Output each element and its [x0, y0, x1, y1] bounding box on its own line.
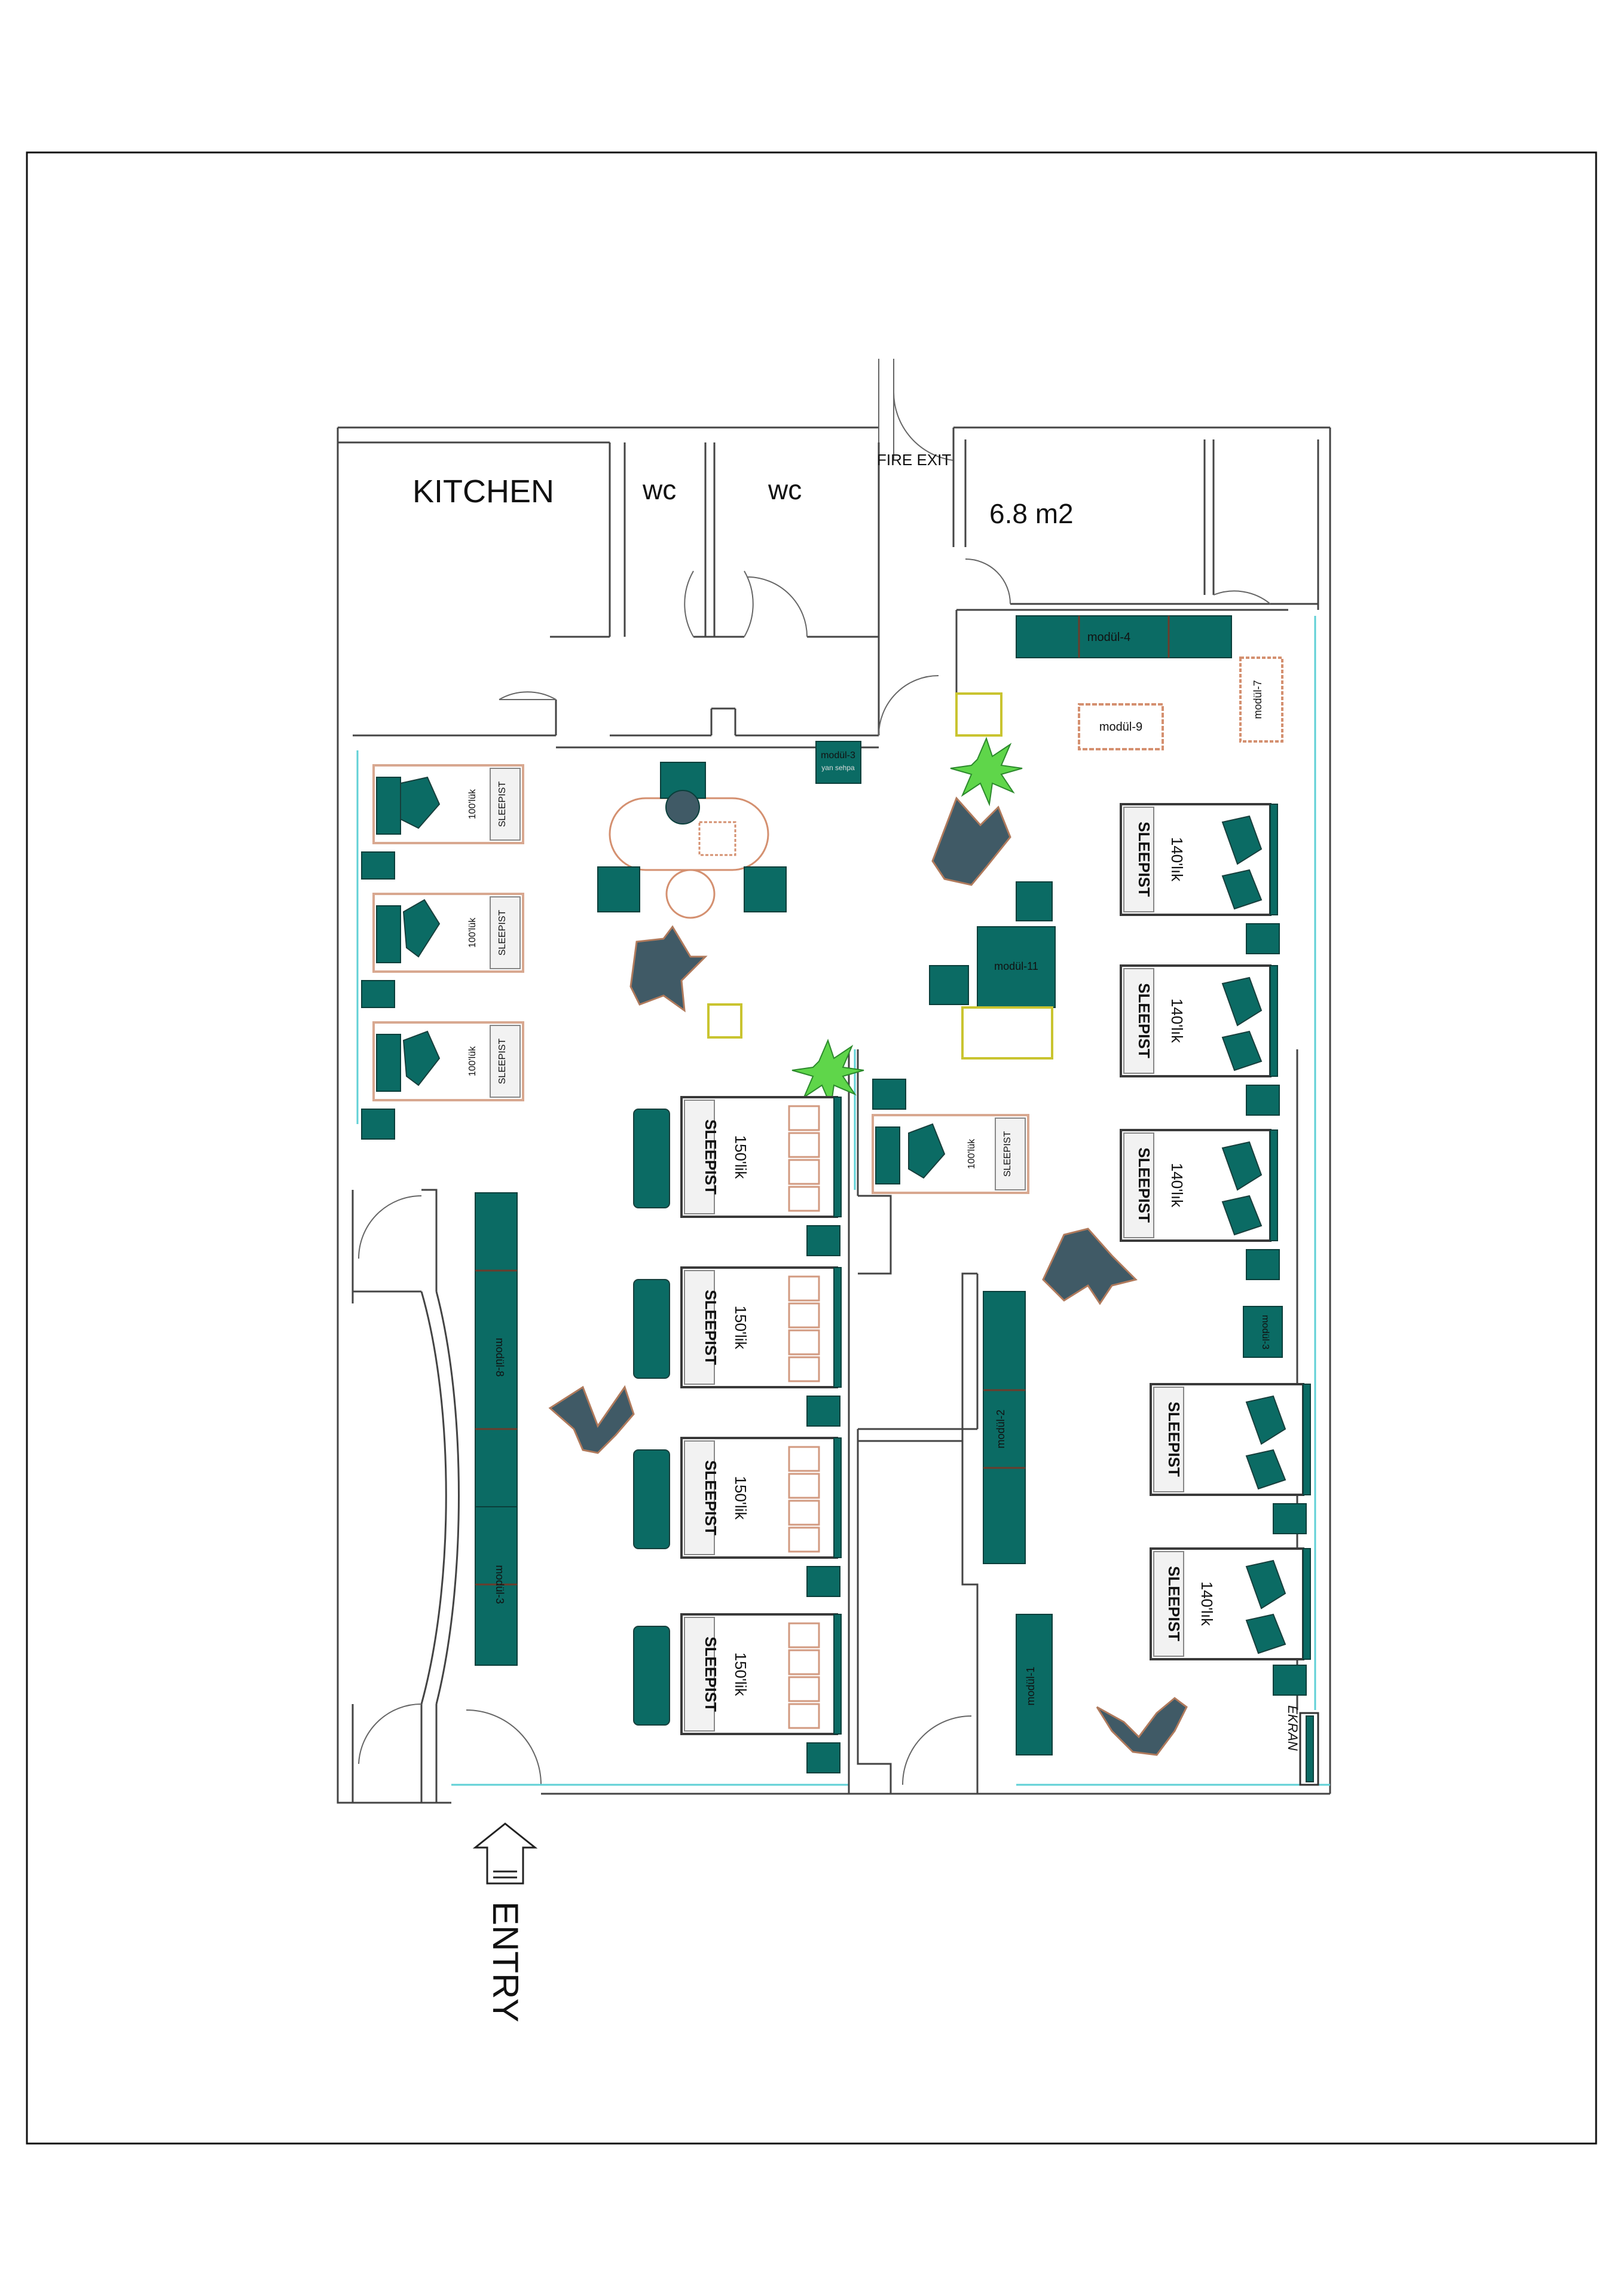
module-3-top-label: modül-3	[821, 750, 855, 761]
center-bed-size: 100'lük	[967, 1138, 977, 1169]
left-bed-2-brand: SLEEPIST	[497, 910, 508, 956]
center-stand[interactable]	[872, 1079, 906, 1110]
module-8[interactable]: modül-8	[475, 1192, 518, 1507]
mid-bed-3-size: 150'lik	[732, 1476, 750, 1521]
left-facade	[352, 750, 849, 1803]
right-bed-1-size: 140'lık	[1168, 837, 1186, 882]
module-3-right[interactable]: modül-3	[1243, 1306, 1283, 1358]
module-11[interactable]: modül-11	[929, 881, 1056, 1060]
wc1-label: wc	[642, 474, 676, 505]
right-bed-3[interactable]: SLEEPIST 140'lık	[1120, 1129, 1278, 1242]
right-stand-4[interactable]	[1273, 1503, 1307, 1534]
middle-beds: SLEEPIST 150'lik SLEEPIST 150'lik SLEEPI…	[633, 1096, 842, 1773]
left-beds: SLEEPIST 100'lük SLEEPIST 100'lük SLEEPI…	[361, 764, 524, 1140]
mid-bed-3-brand: SLEEPIST	[702, 1460, 720, 1535]
left-stand-1[interactable]	[361, 851, 395, 880]
mid-bed-2[interactable]: SLEEPIST 150'lik	[680, 1266, 842, 1388]
module-3-top-sub: yan sehpa	[821, 764, 855, 772]
center-bed-brand: SLEEPIST	[1002, 1131, 1013, 1177]
mid-bed-4-size: 150'lik	[732, 1653, 750, 1697]
module-7[interactable]: modül-7	[1239, 657, 1283, 743]
left-stand-3[interactable]	[361, 1109, 395, 1140]
module-3-left-label: modül-3	[494, 1565, 506, 1604]
entry-label: ENTRY	[485, 1901, 525, 2022]
mid-stand-2[interactable]	[806, 1396, 840, 1427]
left-bed-2-size: 100'lük	[467, 917, 478, 948]
mid-stand-4[interactable]	[806, 1742, 840, 1773]
ekran-label: EKRAN	[1285, 1705, 1300, 1751]
outer-walls	[337, 359, 1331, 1804]
fire-exit-label: FIRE EXIT	[877, 451, 951, 469]
left-bed-1[interactable]: SLEEPIST 100'lük	[372, 764, 524, 844]
right-bed-5-brand: SLEEPIST	[1165, 1566, 1183, 1641]
entry-arrow	[472, 1822, 538, 1885]
right-bed-3-brand: SLEEPIST	[1135, 1147, 1153, 1223]
left-bed-3[interactable]: SLEEPIST 100'lük	[372, 1021, 524, 1101]
mid-bed-2-size: 150'lik	[732, 1306, 750, 1350]
right-bed-2-size: 140'lık	[1168, 999, 1186, 1043]
mid-stand-3[interactable]	[806, 1566, 840, 1597]
wc2-label: wc	[768, 474, 802, 505]
left-bed-3-size: 100'lük	[467, 1046, 478, 1076]
module-9-label: modül-9	[1099, 720, 1142, 734]
left-bed-3-brand: SLEEPIST	[497, 1039, 508, 1085]
mid-bed-1[interactable]: SLEEPIST 150'lik	[680, 1096, 842, 1218]
left-stand-2[interactable]	[361, 980, 395, 1008]
module-2[interactable]: modül-2	[983, 1291, 1026, 1564]
mid-bed-4[interactable]: SLEEPIST 150'lik	[680, 1613, 842, 1735]
right-bed-4[interactable]: SLEEPIST	[1150, 1383, 1311, 1496]
right-bed-1-brand: SLEEPIST	[1135, 822, 1153, 897]
ekran-screen[interactable]: EKRAN	[1285, 1705, 1319, 1786]
service-rooms	[353, 391, 954, 749]
plants	[791, 737, 1023, 1109]
right-stand-1[interactable]	[1246, 923, 1280, 954]
storage-room	[952, 428, 1318, 694]
lounge-table[interactable]	[597, 762, 787, 919]
armchairs	[548, 796, 1188, 1756]
center-small-bed[interactable]: SLEEPIST 100'lük	[872, 1114, 1029, 1194]
left-bed-1-brand: SLEEPIST	[497, 781, 508, 828]
module-1[interactable]: modül-1	[1016, 1614, 1053, 1755]
module-9[interactable]: modül-9	[1078, 703, 1164, 750]
right-stand-3[interactable]	[1246, 1249, 1280, 1280]
side-table-mid[interactable]	[707, 1003, 742, 1039]
side-table-top[interactable]	[955, 692, 1002, 737]
module-2-label: modül-2	[995, 1409, 1007, 1448]
right-beds: SLEEPIST 140'lık SLEEPIST 140'lık SLEEPI…	[1120, 803, 1311, 1696]
module-1-label: modül-1	[1025, 1666, 1037, 1705]
mid-bed-3[interactable]: SLEEPIST 150'lik	[680, 1437, 842, 1559]
module-3-top[interactable]: modül-3 yan sehpa	[815, 741, 861, 784]
right-bed-2-brand: SLEEPIST	[1135, 983, 1153, 1058]
right-bed-2[interactable]: SLEEPIST 140'lık	[1120, 964, 1278, 1077]
module-11-label: modül-11	[994, 960, 1038, 972]
module-8-label: modül-8	[494, 1338, 506, 1376]
right-bed-4-brand: SLEEPIST	[1165, 1402, 1183, 1477]
mid-sofa-1[interactable]	[633, 1109, 670, 1208]
page-border	[26, 151, 1597, 2145]
mid-stand-1[interactable]	[806, 1225, 840, 1256]
module-3-left[interactable]: modül-3	[475, 1506, 518, 1666]
module-3-right-label: modül-3	[1260, 1315, 1270, 1349]
mid-bed-4-brand: SLEEPIST	[702, 1636, 720, 1712]
mid-sofa-2[interactable]	[633, 1279, 670, 1379]
mid-sofa-4[interactable]	[633, 1626, 670, 1726]
right-bed-5[interactable]: SLEEPIST 140'lık	[1150, 1547, 1311, 1660]
mid-sofa-3[interactable]	[633, 1449, 670, 1549]
right-stand-2[interactable]	[1246, 1085, 1280, 1116]
mid-bed-1-brand: SLEEPIST	[702, 1119, 720, 1195]
right-bed-5-size: 140'lık	[1198, 1581, 1216, 1626]
area-label: 6.8 m2	[989, 498, 1074, 529]
left-bed-1-size: 100'lük	[467, 789, 478, 819]
right-stand-5[interactable]	[1273, 1665, 1307, 1696]
kitchen-label: KITCHEN	[412, 474, 554, 509]
module-7-label: modül-7	[1252, 680, 1264, 719]
module-4-label: modül-4	[1087, 631, 1130, 644]
right-bed-3-size: 140'lık	[1168, 1163, 1186, 1208]
mid-bed-2-brand: SLEEPIST	[702, 1290, 720, 1365]
mid-bed-1-size: 150'lik	[732, 1135, 750, 1180]
left-bed-2[interactable]: SLEEPIST 100'lük	[372, 893, 524, 973]
right-bed-1[interactable]: SLEEPIST 140'lık	[1120, 803, 1278, 916]
module-4[interactable]: modül-4	[1016, 615, 1232, 658]
